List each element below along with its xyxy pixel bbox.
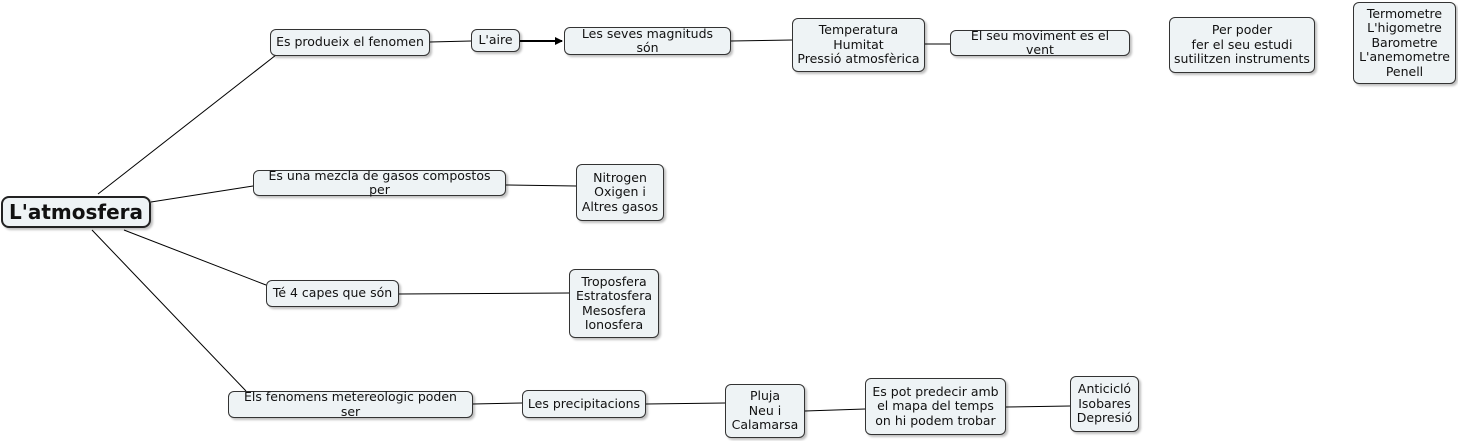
link-precipitacions-pluja [645, 402, 726, 405]
link-root-produeix [97, 54, 277, 195]
root-node-atmosfera[interactable]: L'atmosfera [1, 196, 151, 228]
node-nitrogen[interactable]: Nitrogen Oxigen i Altres gasos [576, 164, 664, 221]
node-fenomens[interactable]: Els fenomens metereologic poden ser [228, 389, 473, 418]
node-precipitacions[interactable]: Les precipitacions [522, 390, 646, 418]
node-per-poder[interactable]: Per poder fer el seu estudi sutilitzen i… [1169, 17, 1315, 73]
node-predecir[interactable]: Es pot predecir amb el mapa del temps on… [865, 378, 1006, 435]
node-aire[interactable]: L'aire [471, 29, 520, 52]
node-produeix[interactable]: Es produeix el fenomen [270, 29, 430, 56]
node-moviment[interactable]: El seu moviment es el vent [950, 28, 1130, 57]
link-mezcla-nitrogen [505, 184, 577, 187]
link-root-fenomens [91, 229, 247, 392]
node-mezcla[interactable]: Es una mezcla de gasos compostos per [253, 168, 506, 197]
node-temperatura[interactable]: Temperatura Humitat Pressió atmosfèrica [792, 18, 925, 72]
link-fenomens-precipitacions [472, 402, 523, 405]
node-anticiclo[interactable]: Anticicló Isobares Depresió [1070, 376, 1139, 432]
link-predecir-anticiclo [1005, 405, 1071, 408]
link-magnituds-temperatura [730, 39, 793, 42]
node-troposfera[interactable]: Troposfera Estratosfera Mesosfera Ionosf… [569, 269, 659, 338]
link-pluja-predecir [804, 408, 866, 412]
node-pluja[interactable]: Pluja Neu i Calamarsa [725, 384, 805, 438]
node-magnituds[interactable]: Les seves magnituds són [564, 26, 731, 55]
node-instruments[interactable]: Termometre L'higometre Barometre L'anemo… [1353, 2, 1456, 84]
link-root-capes [123, 229, 267, 286]
link-root-mezcla [150, 185, 254, 203]
link-capes-troposfera [398, 292, 570, 295]
link-produeix-aire [429, 40, 472, 43]
node-capes[interactable]: Té 4 capes que són [266, 280, 399, 307]
